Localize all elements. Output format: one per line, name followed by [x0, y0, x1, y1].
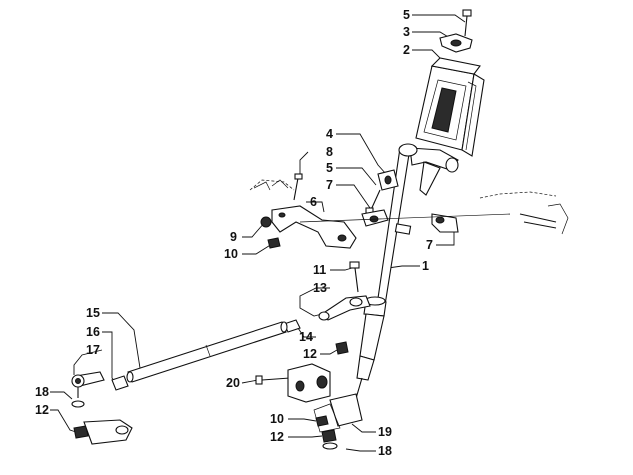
nut-12-left	[73, 425, 89, 439]
steering-arm-13	[318, 295, 371, 321]
callout-12-left: 12	[35, 403, 49, 417]
callout-7-right: 7	[426, 238, 433, 252]
callout-19: 19	[378, 425, 392, 439]
callout-1: 1	[422, 259, 429, 273]
leader-lines	[50, 14, 466, 452]
tie-rod-end-17	[71, 371, 105, 398]
callout-9: 9	[230, 230, 237, 244]
callout-7-left: 7	[326, 178, 333, 192]
callout-10-upper: 10	[224, 247, 238, 261]
callout-3: 3	[403, 25, 410, 39]
bolt-20	[255, 375, 291, 385]
frame-reference-right	[299, 191, 569, 235]
callout-15: 15	[86, 306, 100, 320]
callout-6: 6	[310, 195, 317, 209]
steering-post	[351, 143, 459, 413]
callout-11: 11	[313, 263, 326, 277]
callout-14: 14	[299, 330, 313, 344]
handlebar-block	[415, 57, 485, 157]
washer-18-lower	[322, 442, 338, 450]
nut-12-middle	[335, 341, 349, 355]
bolt-11	[349, 261, 360, 293]
upper-bushing-block	[377, 169, 399, 191]
spindle-arm	[83, 419, 133, 445]
callout-4: 4	[326, 127, 333, 141]
callout-17: 17	[86, 343, 100, 357]
callout-2: 2	[403, 43, 410, 57]
nut-10-lower	[315, 415, 329, 427]
callout-13: 13	[313, 281, 327, 295]
callout-5-middle: 5	[326, 161, 333, 175]
jam-nut-16	[111, 375, 129, 391]
bolt-top	[462, 9, 472, 37]
lower-bearing-housing	[287, 363, 331, 403]
nut-12-lower	[321, 429, 337, 443]
callout-16: 16	[86, 325, 100, 339]
callout-8: 8	[326, 145, 333, 159]
callout-20: 20	[226, 376, 240, 390]
support-bracket	[271, 205, 357, 249]
callout-labels: 5 3 2 4 8 5 7 6 9 10 7 1 11 13 14 12 15 …	[35, 8, 433, 458]
frame-reference-left	[249, 179, 295, 191]
callout-18-left: 18	[35, 385, 49, 399]
nut-9	[260, 216, 272, 228]
lower-bracket	[313, 393, 363, 433]
callout-10-lower: 10	[270, 412, 284, 426]
washer-18-left	[71, 400, 85, 408]
handlebar-clamp-cap	[439, 33, 473, 53]
upper-bolt	[365, 189, 381, 214]
nut-10-upper	[267, 237, 281, 249]
callout-12-lower: 12	[270, 430, 284, 444]
callout-18-lower: 18	[378, 444, 392, 458]
screw-8	[293, 173, 303, 201]
callout-5-top: 5	[403, 8, 410, 22]
tie-rod	[126, 321, 288, 383]
callout-12-middle: 12	[303, 347, 317, 361]
bushing-half-right	[431, 213, 459, 233]
